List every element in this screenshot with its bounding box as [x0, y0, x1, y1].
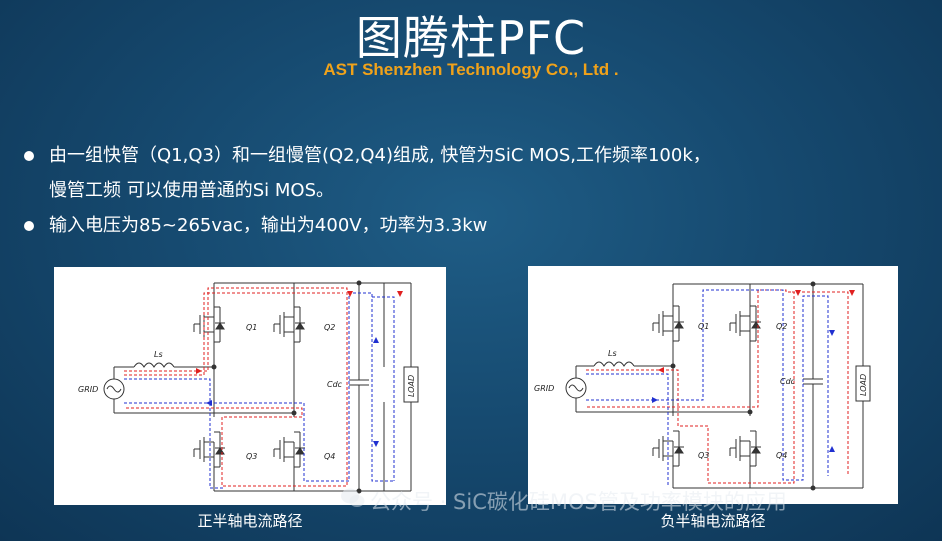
bullet-text: 输入电压为85~265vac，输出为400V，功率为3.3kw [49, 215, 488, 236]
bullet-item: 输入电压为85~265vac，输出为400V，功率为3.3kw [22, 208, 922, 243]
bullet-dot-icon [24, 221, 34, 231]
label-cdc: Cdc [327, 380, 343, 389]
circuit-schematic: Ls GRID Q1 Q2 Q3 Q4 Cdc LOAD [78, 280, 419, 494]
bullet-list: 由一组快管（Q1,Q3）和一组慢管(Q2,Q4)组成, 快管为SiC MOS,工… [22, 138, 922, 243]
label-q3: Q3 [698, 451, 709, 460]
diagram-caption-positive: 正半轴电流路径 [197, 512, 303, 530]
label-q2: Q2 [776, 322, 787, 331]
label-grid: GRID [78, 385, 98, 394]
label-q4: Q4 [324, 452, 335, 461]
circuit-schematic: Ls GRID Q1 Q2 Q3 Q4 Cdc LOAD [534, 281, 871, 491]
watermark-text: 公众号 · SiC碳化硅MOS管及功率模块的应用 [370, 490, 787, 514]
bullet-text: 由一组快管（Q1,Q3）和一组慢管(Q2,Q4)组成, 快管为SiC MOS,工… [49, 145, 711, 166]
diagram-caption-negative: 负半轴电流路径 [660, 512, 766, 530]
label-cdc: Cdc [780, 377, 796, 386]
label-q3: Q3 [246, 452, 257, 461]
label-q4: Q4 [776, 451, 787, 460]
slide-title: 图腾柱PFC [355, 11, 587, 65]
label-load: LOAD [407, 375, 416, 397]
label-q1: Q1 [246, 323, 257, 332]
label-q2: Q2 [324, 323, 335, 332]
wechat-icon [341, 488, 365, 507]
label-load: LOAD [859, 374, 868, 396]
company-subtitle: AST Shenzhen Technology Co., Ltd . [323, 60, 619, 79]
bullet-dot-icon [24, 151, 34, 161]
label-ls: Ls [154, 350, 163, 359]
label-q1: Q1 [698, 322, 709, 331]
circuit-diagram-positive: Ls GRID Q1 Q2 Q3 Q4 Cdc LOAD [54, 267, 446, 505]
bullet-text-continued: 慢管工频 可以使用普通的Si MOS。 [49, 180, 334, 201]
label-ls: Ls [608, 349, 617, 358]
label-grid: GRID [534, 384, 554, 393]
circuit-diagram-negative: Ls GRID Q1 Q2 Q3 Q4 Cdc LOAD [528, 266, 898, 504]
bullet-item: 由一组快管（Q1,Q3）和一组慢管(Q2,Q4)组成, 快管为SiC MOS,工… [22, 138, 922, 208]
